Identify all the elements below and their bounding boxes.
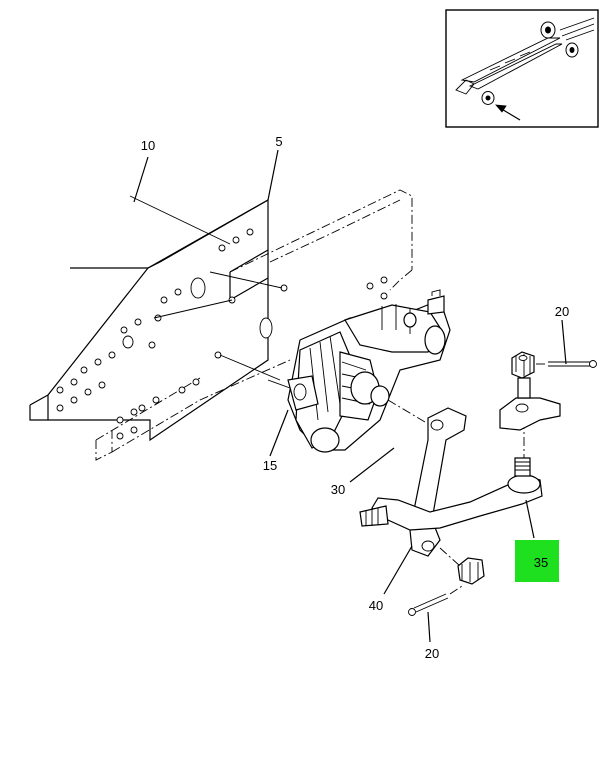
callout-40: 40 bbox=[369, 598, 383, 613]
phantom-rail bbox=[95, 189, 413, 461]
castle-nut-upper bbox=[511, 351, 535, 379]
drag-link bbox=[359, 420, 543, 531]
castle-nut-lower bbox=[439, 547, 485, 585]
callout-20-lower: 20 bbox=[425, 646, 439, 661]
callout-35[interactable]: 35 bbox=[534, 555, 548, 570]
pitman-arm bbox=[409, 407, 467, 557]
frame-rail-holes bbox=[56, 228, 254, 412]
callout-30: 30 bbox=[331, 482, 345, 497]
frame-rail bbox=[29, 198, 269, 442]
callout-10: 10 bbox=[141, 138, 155, 153]
highlight-box[interactable] bbox=[515, 540, 559, 582]
leader-lines bbox=[133, 149, 567, 643]
steering-gear bbox=[267, 289, 451, 453]
callout-5: 5 bbox=[275, 134, 282, 149]
callout-20-upper: 20 bbox=[555, 304, 569, 319]
inset-locator-view bbox=[445, 9, 599, 128]
callout-35-highlight[interactable]: 35 bbox=[515, 540, 559, 582]
cotter-pin-upper bbox=[536, 360, 597, 368]
cotter-pin-lower bbox=[408, 585, 463, 616]
callout-15: 15 bbox=[263, 458, 277, 473]
